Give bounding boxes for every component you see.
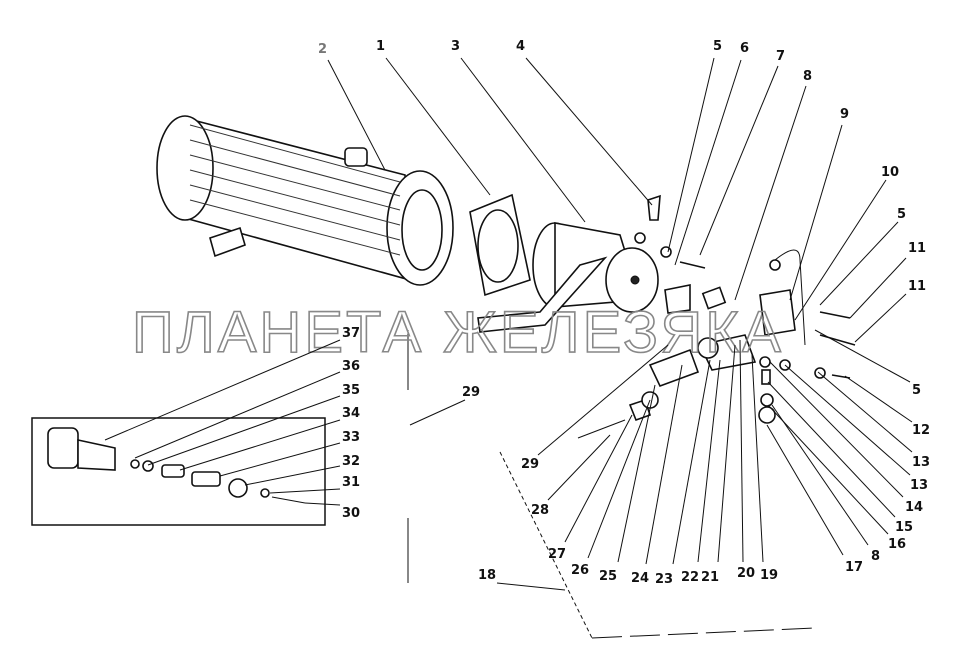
boundary-lines xyxy=(407,330,816,639)
leader-line xyxy=(327,59,386,171)
cylinder-body-part xyxy=(156,115,454,286)
leader-line xyxy=(849,257,907,319)
callout-label-5: 5 xyxy=(897,207,906,222)
housing-part xyxy=(477,222,659,333)
leader-line xyxy=(667,57,715,253)
callout-label-4: 4 xyxy=(516,39,525,54)
gasket-part xyxy=(469,193,531,297)
callout-label-16: 16 xyxy=(888,537,906,552)
leader-line xyxy=(767,381,896,518)
leader-line xyxy=(219,442,341,477)
leader-line xyxy=(766,424,844,556)
leader-line xyxy=(104,339,341,441)
leader-line xyxy=(564,414,633,543)
leader-line xyxy=(587,399,651,559)
callout-label-30: 30 xyxy=(342,506,360,521)
leader-line xyxy=(617,384,656,563)
callout-label-34: 34 xyxy=(342,406,360,421)
leader-line xyxy=(304,502,341,506)
leader-line xyxy=(844,375,913,423)
leader-line xyxy=(767,404,889,535)
callout-label-32: 32 xyxy=(342,454,360,469)
callout-label-33: 33 xyxy=(342,430,360,445)
leader-line xyxy=(179,419,341,471)
callout-label-20: 20 xyxy=(737,566,755,581)
callout-label-37: 37 xyxy=(342,326,360,341)
leader-line xyxy=(385,57,491,196)
callout-label-12: 12 xyxy=(912,423,930,438)
watermark-text: ПЛАНЕТА ЖЕЛЕЗЯКА xyxy=(132,300,784,365)
callout-label-15: 15 xyxy=(895,520,913,535)
callout-label-24: 24 xyxy=(631,571,649,586)
callout-label-17: 17 xyxy=(845,560,863,575)
leader-line xyxy=(794,179,887,321)
small-fittings-parts xyxy=(577,194,856,439)
leader-line xyxy=(672,359,711,565)
leader-line xyxy=(460,57,586,223)
leader-line xyxy=(814,329,911,383)
leader-line xyxy=(819,221,899,306)
leader-line xyxy=(699,65,779,256)
leader-line xyxy=(645,364,683,565)
callout-label-14: 14 xyxy=(905,500,923,515)
leader-line xyxy=(734,85,807,301)
callout-label-3: 3 xyxy=(451,39,460,54)
callout-label-36: 36 xyxy=(342,359,360,374)
callout-label-8: 8 xyxy=(871,549,880,564)
callout-label-11: 11 xyxy=(908,279,926,294)
callout-label-8: 8 xyxy=(803,69,812,84)
leader-line xyxy=(697,359,721,563)
leader-line xyxy=(244,465,341,486)
callout-label-13: 13 xyxy=(912,455,930,470)
callout-label-22: 22 xyxy=(681,570,699,585)
callout-label-29: 29 xyxy=(521,457,539,472)
leader-line xyxy=(547,434,611,501)
callout-label-31: 31 xyxy=(342,475,360,490)
callout-label-2: 2 xyxy=(318,42,327,57)
callout-label-29: 29 xyxy=(462,385,480,400)
callout-label-10: 10 xyxy=(881,165,899,180)
leader-line xyxy=(717,344,736,563)
leader-line xyxy=(537,344,669,456)
callout-label-6: 6 xyxy=(740,41,749,56)
callout-label-35: 35 xyxy=(342,383,360,398)
leader-line xyxy=(769,361,904,498)
leader-line xyxy=(525,57,653,206)
leader-line xyxy=(496,582,566,591)
callout-label-21: 21 xyxy=(701,570,719,585)
callout-label-5: 5 xyxy=(713,39,722,54)
callout-label-5: 5 xyxy=(912,383,921,398)
leader-line xyxy=(789,124,843,301)
callout-label-7: 7 xyxy=(776,49,785,64)
callout-label-25: 25 xyxy=(599,569,617,584)
inset-detail-box xyxy=(31,417,326,526)
callout-label-23: 23 xyxy=(655,572,673,587)
callout-label-26: 26 xyxy=(571,563,589,578)
leader-line xyxy=(751,354,764,563)
callout-label-13: 13 xyxy=(910,478,928,493)
leader-line xyxy=(784,364,911,476)
callout-label-1: 1 xyxy=(376,39,385,54)
callout-label-11: 11 xyxy=(908,241,926,256)
leader-line xyxy=(134,371,341,459)
leader-line xyxy=(817,371,913,453)
leader-line xyxy=(674,59,742,266)
leader-line xyxy=(771,404,869,546)
leader-line xyxy=(854,293,907,343)
callout-label-27: 27 xyxy=(548,547,566,562)
callout-label-18: 18 xyxy=(478,568,496,583)
callout-label-9: 9 xyxy=(840,107,849,122)
leader-line xyxy=(739,339,744,563)
leader-line xyxy=(147,395,341,466)
leader-line xyxy=(409,399,466,426)
callout-label-19: 19 xyxy=(760,568,778,583)
leader-line xyxy=(269,488,341,494)
callout-label-28: 28 xyxy=(531,503,549,518)
